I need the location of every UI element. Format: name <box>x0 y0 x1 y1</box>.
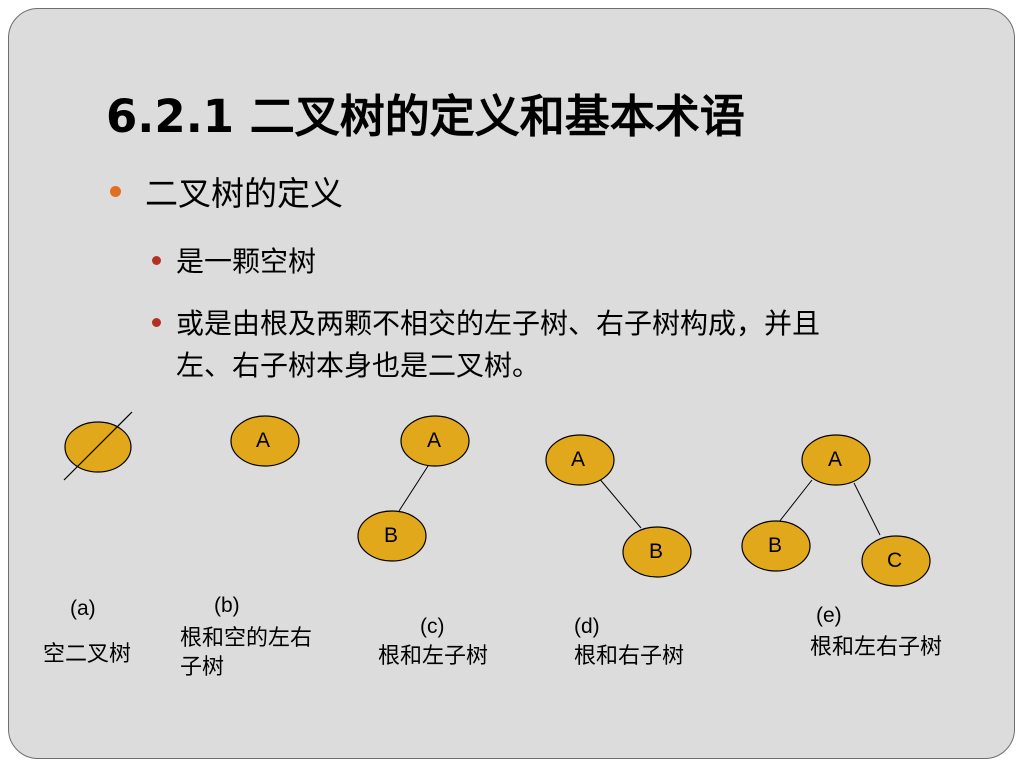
node-label: A <box>828 448 843 471</box>
empty-node-ellipse <box>64 421 132 473</box>
strike-line <box>63 411 133 481</box>
node-label: B <box>384 524 399 547</box>
diagram-d-caption: 根和右子树 <box>574 644 685 669</box>
edge-a-b <box>597 476 642 529</box>
diagram-c-caption: 根和左子树 <box>378 644 489 669</box>
sub-bullet-definition-line2: 左、右子树本身也是二叉树。 <box>176 349 541 382</box>
node-label: A <box>427 429 442 452</box>
sub-bullet-definition-line1: 或是由根及两颗不相交的左子树、右子树构成，并且 <box>176 307 821 340</box>
diagram-a-caption: 空二叉树 <box>43 642 132 667</box>
node-b <box>357 510 427 562</box>
node-a <box>230 415 300 467</box>
diagram-a-letter: (a) <box>70 597 96 620</box>
bullet-dot <box>110 186 121 197</box>
node-label: B <box>768 534 783 557</box>
node-c <box>861 535 931 587</box>
node-label: A <box>571 448 586 471</box>
diagram-b-root-only <box>230 415 300 467</box>
node-b <box>622 526 692 578</box>
slide <box>8 8 1015 759</box>
diagram-b-caption-line1: 根和空的左右 <box>180 626 313 651</box>
diagram-e-root-left-right <box>741 434 931 587</box>
node-a <box>545 434 615 486</box>
diagram-d-letter: (d) <box>574 615 600 638</box>
diagram-e-letter: (e) <box>816 604 842 627</box>
diagram-d-root-right <box>545 434 692 578</box>
diagram-c-letter: (c) <box>420 615 445 638</box>
sub-bullet-dot <box>152 318 161 327</box>
diagram-c-root-left <box>357 415 470 562</box>
diagram-e-caption: 根和左右子树 <box>810 635 943 660</box>
node-label: C <box>887 549 903 572</box>
edge-a-b <box>778 479 813 523</box>
diagram-a-empty-tree <box>63 411 133 481</box>
node-b <box>741 520 811 572</box>
sub-bullet-empty-tree: 是一颗空树 <box>176 245 317 278</box>
diagram-b-letter: (b) <box>214 594 240 617</box>
node-a <box>400 415 470 467</box>
slide-title: 6.2.1 二叉树的定义和基本术语 <box>106 90 745 143</box>
bullet-heading: 二叉树的定义 <box>145 174 343 213</box>
node-label: B <box>649 540 664 563</box>
diagram-b-caption-line2: 子树 <box>180 655 225 680</box>
sub-bullet-dot <box>152 256 161 265</box>
node-a <box>801 434 871 486</box>
edge-a-b <box>398 465 429 512</box>
node-label: A <box>256 429 271 452</box>
edge-a-c <box>853 482 881 536</box>
